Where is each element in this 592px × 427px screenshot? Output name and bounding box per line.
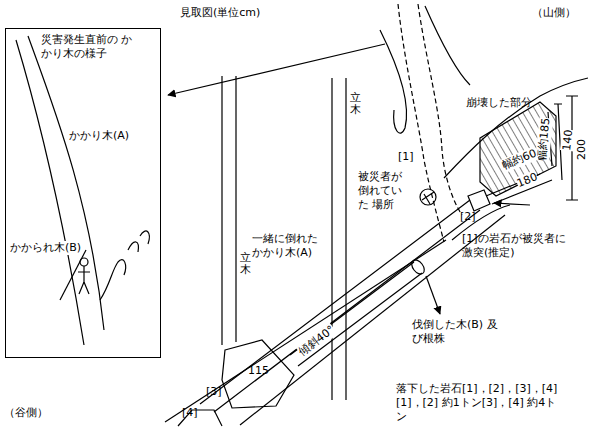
rock-2 bbox=[468, 190, 490, 211]
rock-1 bbox=[420, 189, 436, 205]
callout-number: [1] bbox=[398, 150, 414, 164]
note: [1]の岩石が被災者に 激突(推定) bbox=[462, 232, 580, 260]
inset-pointer bbox=[168, 44, 385, 95]
inset-tree-a bbox=[28, 36, 104, 330]
hill-dashed bbox=[418, 4, 462, 215]
area-label: 崩壊した部分 bbox=[466, 96, 532, 110]
inset-slope bbox=[100, 260, 126, 300]
felled-tree-b bbox=[290, 262, 422, 366]
inset-tree-b bbox=[60, 250, 86, 300]
inset-tree-a bbox=[16, 40, 84, 345]
tree-label: 伐倒した木(B) 及び根株 bbox=[412, 318, 504, 346]
collapsed-area bbox=[480, 102, 556, 196]
dimension-text: 200 bbox=[575, 139, 589, 160]
root-stump bbox=[409, 258, 427, 277]
note: 落下した岩石[1]，[2]，[3]，[4] [1]，[2] 約1トン[3]，[4… bbox=[396, 382, 566, 423]
standing-tree bbox=[222, 76, 236, 345]
inset-slope bbox=[128, 231, 149, 252]
hill-outline bbox=[425, 6, 470, 85]
tree-label: 立木 bbox=[350, 92, 361, 116]
tree-label: 立木 bbox=[240, 252, 251, 276]
note: 被災者が 倒れていた 場所 bbox=[358, 170, 408, 211]
inset-heading: 災害発生直前の かかり木の様子 bbox=[40, 33, 138, 61]
standing-tree bbox=[332, 78, 346, 400]
side-label: （谷側） bbox=[4, 406, 48, 420]
callout-number: [3] bbox=[206, 385, 222, 399]
inset-person bbox=[78, 266, 90, 294]
fallen-tree-a bbox=[200, 200, 480, 412]
callout-number: [2] bbox=[460, 210, 476, 224]
dimension-text: 140 bbox=[560, 129, 576, 151]
hill-outline bbox=[380, 30, 407, 133]
inset-label: かかられ木(B) bbox=[9, 241, 82, 255]
inset-label: かかり木(A) bbox=[68, 129, 130, 143]
tree-label: 一緒に倒れた かかり木(A) bbox=[252, 232, 330, 260]
title: 見取図(単位cm) bbox=[180, 6, 260, 20]
callout-number: [4] bbox=[182, 406, 198, 420]
dimension-text: 115 bbox=[248, 364, 269, 378]
rock-1 bbox=[422, 192, 434, 204]
leader-b bbox=[426, 276, 440, 314]
inset-person bbox=[80, 258, 88, 266]
side-label: （山側） bbox=[532, 6, 576, 20]
hill-dashed bbox=[398, 4, 444, 242]
inset-box: 災害発生直前の かかり木の様子かかり木(A) かかられ木(B) bbox=[5, 28, 161, 358]
rock-3 bbox=[222, 340, 294, 408]
leader-impact bbox=[494, 203, 530, 205]
